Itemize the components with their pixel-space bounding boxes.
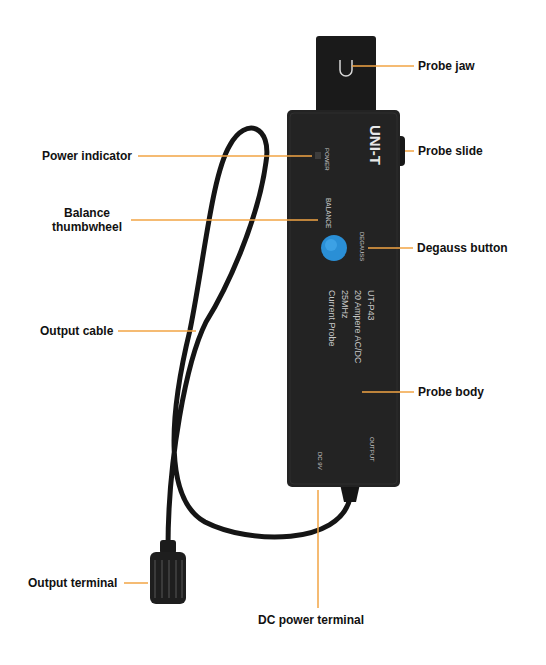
brand-mark: UNI-T xyxy=(368,125,383,165)
part-name: Degauss button xyxy=(417,241,508,255)
part-name: Output terminal xyxy=(28,576,117,590)
leader-lines xyxy=(118,66,414,608)
panel-marking: BALANCE xyxy=(325,198,332,228)
rating-marking: 20 Ampere AC/DC xyxy=(353,290,362,364)
power-led xyxy=(315,152,321,159)
model-marking: UT-P43 xyxy=(366,290,375,321)
probe-body-shape xyxy=(287,110,400,487)
rating-marking: 25MHz xyxy=(340,290,349,319)
probe-jaw-shape xyxy=(316,36,376,116)
rating-marking: Current Probe xyxy=(327,290,336,347)
part-name: Probe jaw xyxy=(418,59,475,73)
part-name: Balance thumbwheel xyxy=(45,206,129,234)
body-edge xyxy=(290,113,397,484)
bnc-connector xyxy=(150,540,186,604)
part-name: DC power terminal xyxy=(258,613,364,627)
part-name: Probe slide xyxy=(418,144,483,158)
panel-marking: OUTPUT xyxy=(369,437,375,462)
part-name: Power indicator xyxy=(42,149,132,163)
jaw-mark xyxy=(340,60,352,76)
degauss-button-shape xyxy=(321,235,347,261)
part-name: Probe body xyxy=(418,385,484,399)
part-name: Output cable xyxy=(40,324,113,338)
panel-marking: DC 9V xyxy=(317,452,323,470)
panel-marking: POWER xyxy=(324,148,330,171)
panel-marking: DEGAUSS xyxy=(359,232,365,261)
